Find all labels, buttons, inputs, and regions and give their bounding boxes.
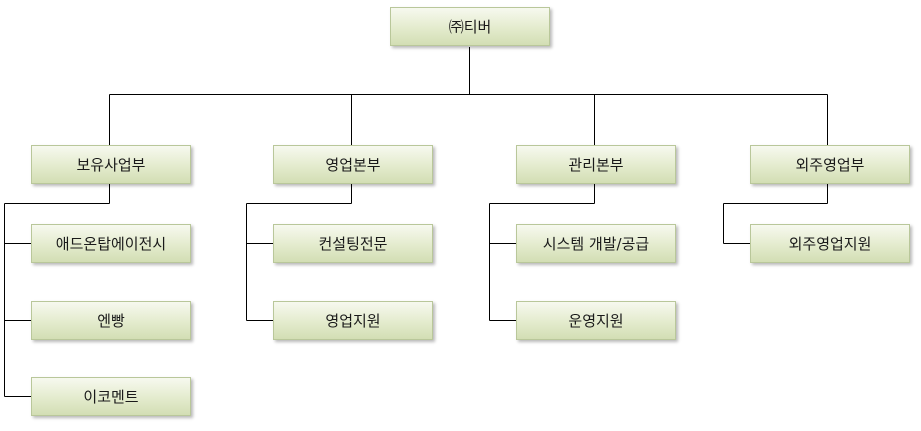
team-node: 외주영업지원 — [750, 224, 910, 263]
team-node: 애드온탑에이전시 — [31, 224, 191, 263]
team-node: 컨설팅전문 — [273, 224, 433, 263]
team-node: 시스템 개발/공급 — [516, 224, 676, 263]
dept-node-4: 외주영업부 — [750, 145, 910, 184]
dept-node-1: 보유사업부 — [31, 145, 191, 184]
team-node: 영업지원 — [273, 301, 433, 340]
dept-node-3: 관리본부 — [516, 145, 676, 184]
team-node: 이코멘트 — [31, 377, 191, 416]
root-node: ㈜티버 — [390, 7, 550, 46]
team-node: 엔빵 — [31, 301, 191, 340]
dept-node-2: 영업본부 — [273, 145, 433, 184]
team-node: 운영지원 — [516, 301, 676, 340]
